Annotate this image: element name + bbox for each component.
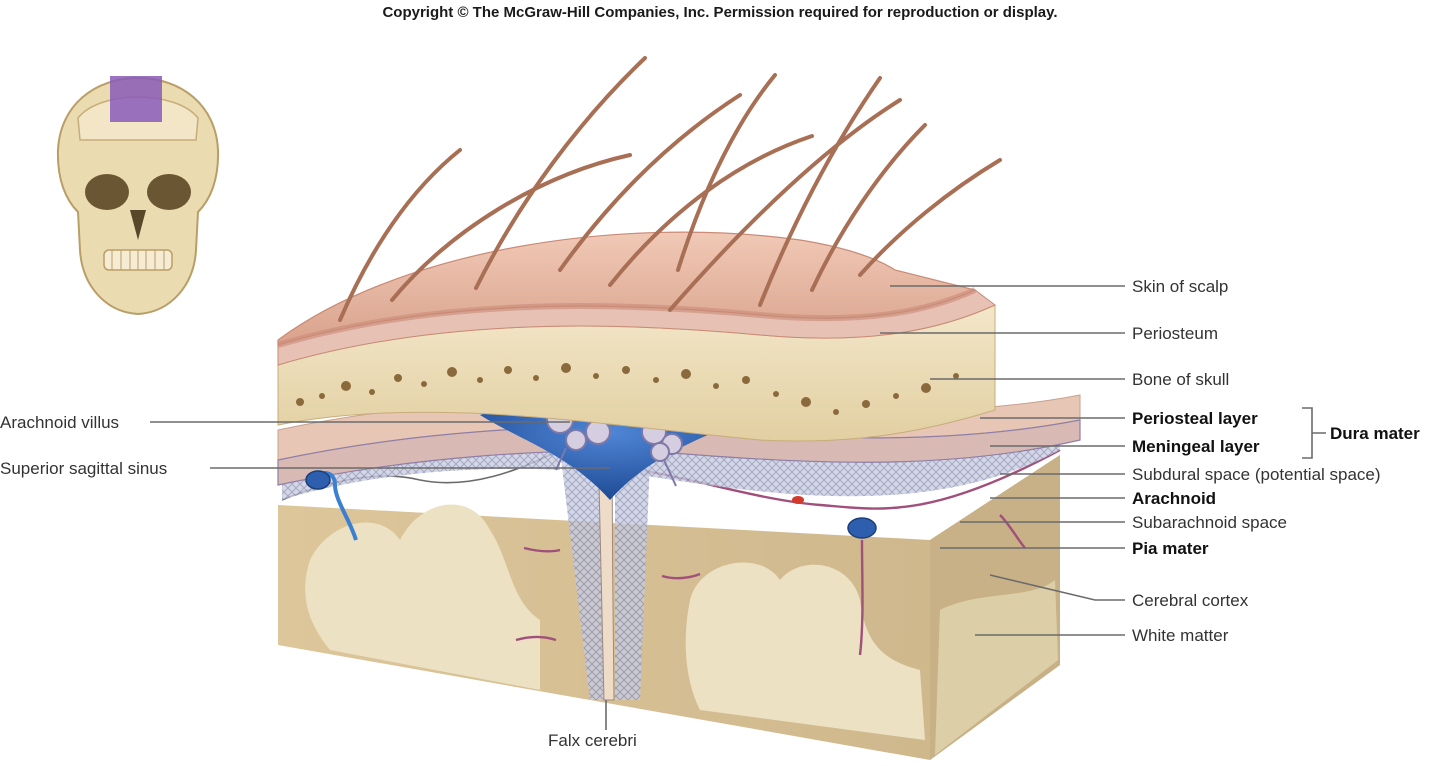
skull-teeth-lines [111, 250, 165, 270]
falx-cerebri [597, 439, 615, 701]
vessel-right [847, 517, 877, 539]
skull-right-orbit [147, 174, 191, 210]
label-subdural-space: Subdural space (potential space) [1132, 465, 1381, 484]
label-superior-sagittal-sinus: Superior sagittal sinus [0, 459, 167, 478]
label-periosteal-layer: Periosteal layer [1132, 409, 1258, 428]
label-periosteum: Periosteum [1132, 324, 1218, 343]
label-bone-of-skull: Bone of skull [1132, 370, 1229, 389]
label-meningeal-layer: Meningeal layer [1132, 437, 1260, 456]
falx-mesh-left [560, 450, 610, 700]
label-arachnoid: Arachnoid [1132, 489, 1216, 508]
leader-lines [150, 285, 1326, 730]
white-matter-side [935, 580, 1058, 755]
skull-nasal-cavity [130, 210, 146, 240]
label-pia-mater: Pia mater [1132, 539, 1209, 558]
bone-spongy-texture [296, 363, 959, 415]
label-white-matter: White matter [1132, 626, 1229, 645]
label-falx-cerebri: Falx cerebri [548, 731, 637, 750]
label-cerebral-cortex: Cerebral cortex [1132, 591, 1249, 610]
vessel-left-lumen [305, 470, 331, 490]
copyright-notice: Copyright © The McGraw-Hill Companies, I… [382, 4, 1058, 21]
white-matter-right [685, 562, 925, 740]
label-dura-mater: Dura mater [1330, 424, 1420, 443]
label-skin-of-scalp: Skin of scalp [1132, 277, 1228, 296]
falx-mesh-right [615, 450, 650, 700]
label-subarachnoid-space: Subarachnoid space [1132, 513, 1287, 532]
artery-red [792, 496, 804, 504]
pia-vessels [515, 514, 1026, 656]
white-matter-left [305, 504, 540, 690]
subarachnoid-mesh-right [640, 420, 1060, 497]
skull-left-orbit [85, 174, 129, 210]
highlight-region [110, 76, 162, 122]
label-arachnoid-villus: Arachnoid villus [0, 413, 119, 432]
hair-strands [338, 56, 1002, 322]
skin-dermis-band [277, 287, 977, 348]
skull-thumbnail-icon [56, 76, 220, 316]
